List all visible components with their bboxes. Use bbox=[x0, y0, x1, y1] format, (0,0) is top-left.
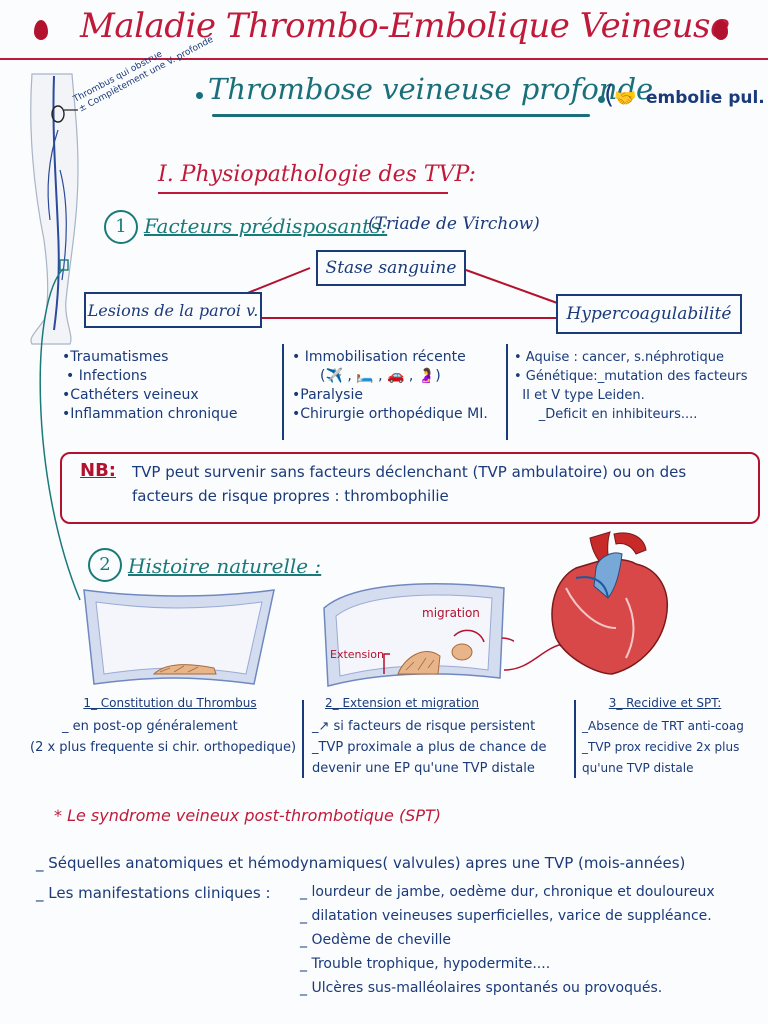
list-item: (✈️ , 🛏️ , 🚗 , 🤰) bbox=[320, 368, 441, 384]
list-item: qu'une TVP distale bbox=[582, 761, 694, 775]
title-underline bbox=[0, 58, 768, 60]
spt-manifestations-label: _ Les manifestations cliniques : bbox=[36, 884, 271, 902]
list-item: _↗ si facteurs de risque persistent bbox=[312, 719, 536, 734]
list-item: _TVP proximale a plus de chance de bbox=[312, 740, 547, 755]
bullet-dot-2 bbox=[598, 96, 605, 103]
hyper-list: • Aquise : cancer, s.néphrotique • Génét… bbox=[514, 348, 748, 424]
number-badge-2: 2 bbox=[88, 548, 122, 582]
list-item: devenir une EP qu'une TVP distale bbox=[312, 761, 535, 776]
factors-title: Facteurs prédisposants: bbox=[144, 214, 388, 238]
page-title: Maladie Thrombo-Embolique Veineuse bbox=[80, 6, 730, 46]
spt-manifestations-list: _ lourdeur de jambe, oedème dur, chroniq… bbox=[300, 880, 715, 1000]
tvp-underline bbox=[212, 114, 590, 117]
list-item: (2 x plus frequente si chir. orthopediqu… bbox=[30, 740, 297, 755]
stage-1-title: 1_ Constitution du Thrombus bbox=[83, 696, 257, 710]
leg-illustration bbox=[30, 73, 79, 345]
list-item: II et V type Leiden. bbox=[514, 388, 645, 403]
blood-drop-icon-left bbox=[34, 20, 48, 40]
stage-divider-2 bbox=[574, 700, 576, 778]
stage-3-title: 3_ Recidive et SPT: bbox=[608, 696, 722, 710]
handshake-icon: 🤝 bbox=[614, 88, 637, 109]
stage-divider-1 bbox=[302, 700, 304, 778]
lesions-box: Lesions de la paroi v. bbox=[84, 292, 262, 328]
lesions-list: •Traumatismes • Infections •Cathéters ve… bbox=[62, 348, 238, 424]
tvp-title: Thrombose veineuse profonde bbox=[208, 72, 654, 106]
blood-drop-icon-right bbox=[714, 20, 728, 40]
list-item: •Traumatismes bbox=[62, 349, 169, 365]
list-item: _ Oedème de cheville bbox=[300, 932, 451, 948]
migration-label: migration bbox=[422, 606, 480, 620]
list-item: _TVP prox recidive 2x plus bbox=[582, 740, 740, 754]
list-item: •Cathéters veineux bbox=[62, 387, 199, 403]
list-divider bbox=[282, 344, 284, 440]
stage-2-list: _↗ si facteurs de risque persistent _TVP… bbox=[312, 716, 546, 779]
number-badge-1: 1 bbox=[104, 210, 138, 244]
heart-illustration bbox=[551, 531, 668, 675]
list-item: • Immobilisation récente bbox=[292, 349, 466, 365]
embolie-label: embolie pul. bbox=[646, 88, 765, 108]
list-item: _ Ulcères sus-malléolaires spontanés ou … bbox=[300, 980, 663, 996]
spt-title: * Le syndrome veineux post-thrombotique … bbox=[54, 806, 441, 825]
list-item: _ lourdeur de jambe, oedème dur, chroniq… bbox=[300, 884, 715, 900]
list-item: _ dilatation veineuses superficielles, v… bbox=[300, 908, 712, 924]
list-item: •Paralysie bbox=[292, 387, 363, 403]
nb-label: NB: bbox=[80, 460, 116, 481]
virchow-triangle bbox=[239, 267, 561, 319]
list-item: _ Trouble trophique, hypodermite.... bbox=[300, 956, 551, 972]
stage-3-list: _Absence de TRT anti-coag _TVP prox reci… bbox=[582, 716, 744, 779]
vessel-stage-2 bbox=[323, 583, 514, 687]
bullet-dot bbox=[196, 92, 203, 99]
list-item: •Inflammation chronique bbox=[62, 406, 238, 422]
nb-text: TVP peut survenir sans facteurs déclench… bbox=[132, 463, 687, 505]
list-item: _Absence de TRT anti-coag bbox=[582, 719, 744, 733]
extension-label: Extension bbox=[330, 648, 385, 661]
stage-1-list: _ en post-op généralement (2 x plus freq… bbox=[30, 716, 296, 758]
stase-list: • Immobilisation récente (✈️ , 🛏️ , 🚗 , … bbox=[292, 348, 488, 424]
list-item: • Génétique:_mutation des facteurs bbox=[514, 369, 748, 384]
spt-line-1: _ Séquelles anatomiques et hémodynamique… bbox=[36, 854, 686, 872]
list-item: _ en post-op généralement bbox=[62, 719, 238, 734]
stase-box: Stase sanguine bbox=[316, 250, 466, 286]
list-item: • Aquise : cancer, s.néphrotique bbox=[514, 350, 724, 365]
list-divider-2 bbox=[506, 344, 508, 440]
vessel-stage-1 bbox=[83, 589, 275, 685]
section-1-title: I. Physiopathologie des TVP: bbox=[158, 162, 476, 187]
leg-connector-line bbox=[39, 267, 81, 601]
triade-virchow: (Triade de Virchow) bbox=[368, 214, 540, 234]
list-item: _Deficit en inhibiteurs.... bbox=[514, 407, 698, 422]
nb-box bbox=[60, 452, 760, 524]
list-item: •Chirurgie orthopédique MI. bbox=[292, 406, 488, 422]
stage-2-title: 2_ Extension et migration bbox=[325, 696, 479, 710]
paren-open: ( bbox=[604, 80, 615, 110]
histoire-title: Histoire naturelle : bbox=[128, 554, 322, 578]
hyper-box: Hypercoagulabilité bbox=[556, 294, 742, 334]
section-1-underline bbox=[158, 192, 448, 194]
list-item: • Infections bbox=[66, 368, 148, 384]
